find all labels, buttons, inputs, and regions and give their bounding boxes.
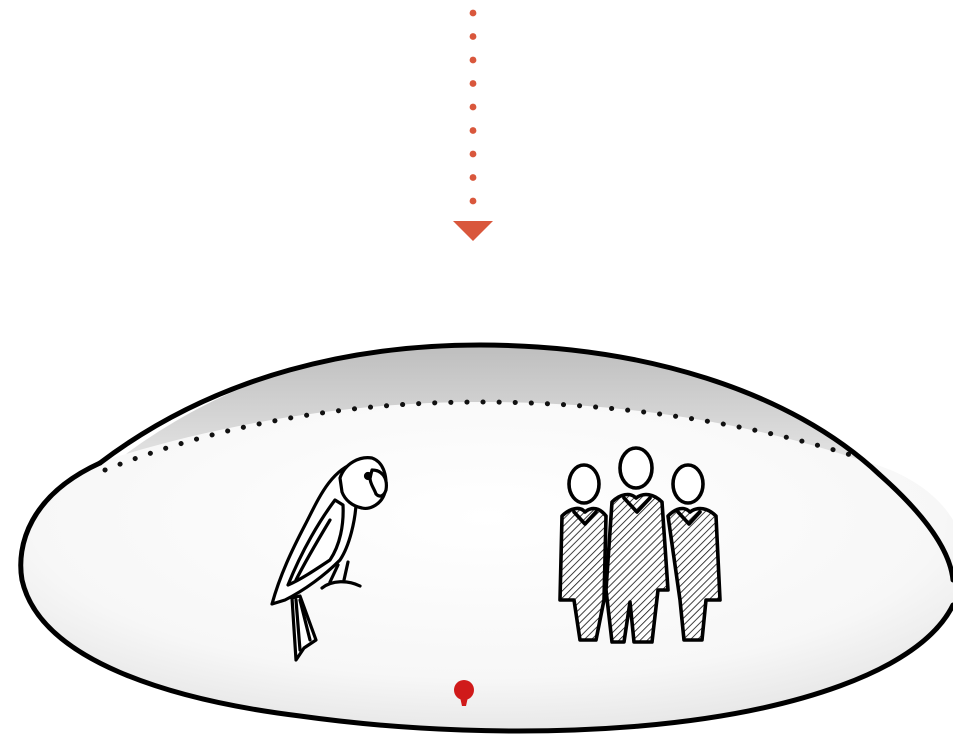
arrow-dot <box>470 57 477 64</box>
dish <box>21 343 953 731</box>
arrow-dot <box>470 33 477 40</box>
dish-bowl <box>21 402 953 731</box>
arrow-dot <box>470 198 477 205</box>
arrow-dot <box>470 104 477 111</box>
arrow-dot <box>470 80 477 87</box>
arrow-dot <box>470 174 477 181</box>
arrow-dot <box>470 127 477 134</box>
dotted-down-arrow-icon <box>453 10 493 241</box>
arrow-dot <box>470 151 477 158</box>
group-of-people-icon <box>560 448 720 642</box>
arrow-dot <box>470 10 477 17</box>
